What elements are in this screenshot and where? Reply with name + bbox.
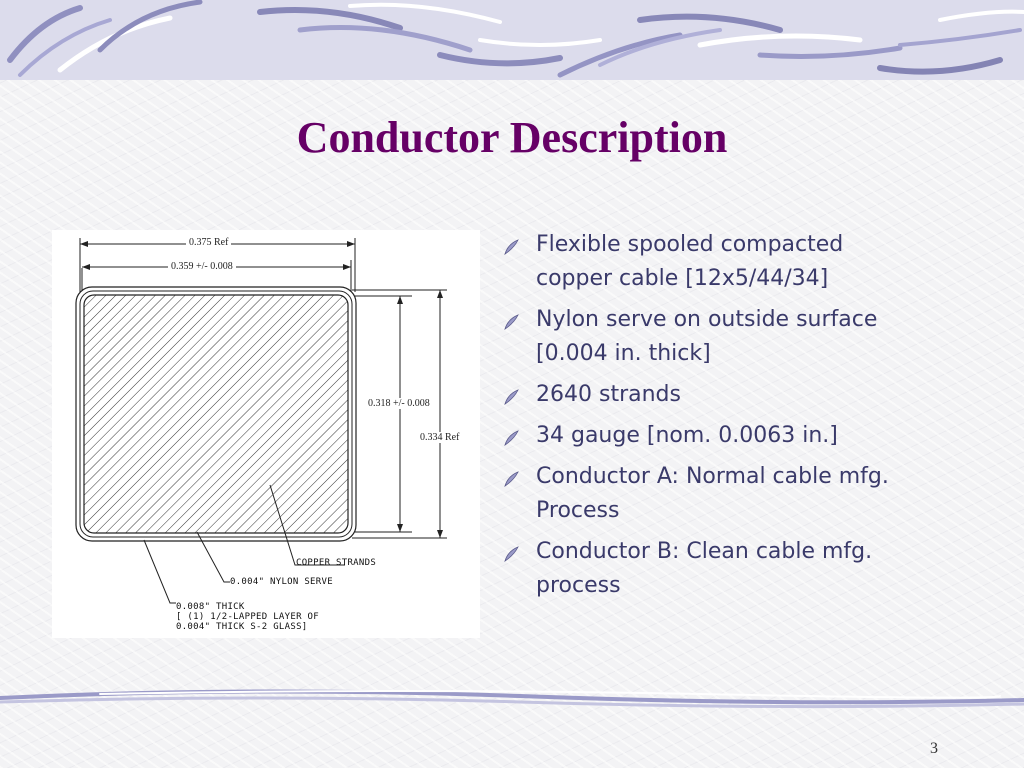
callout-nylon-serve: 0.004" NYLON SERVE (230, 577, 333, 587)
callout-copper-strands: COPPER STRANDS (296, 558, 377, 568)
dim-height: 0.318 +/- 0.008 (365, 398, 433, 409)
bullet-text-line1: Nylon serve on outside surface (536, 307, 878, 332)
bullet-item: Conductor A: Normal cable mfg. Process (498, 460, 968, 528)
conductor-cross-section-drawing: 0.375 Ref 0.359 +/- 0.008 0.318 +/- 0.00… (52, 230, 480, 638)
bullet-list: Flexible spooled compacted copper cable … (498, 228, 968, 610)
page-number: 3 (930, 740, 938, 757)
callout-glass-line2: [ (1) 1/2-LAPPED LAYER OF (176, 612, 319, 622)
cross-section-svg (75, 238, 447, 604)
callout-glass-line3: 0.004" THICK S-2 GLASS] (176, 622, 308, 632)
bullet-text-line1: Flexible spooled compacted (536, 232, 844, 257)
bullet-text-line1: Conductor B: Clean cable mfg. (536, 539, 873, 564)
bullet-item: Conductor B: Clean cable mfg. process (498, 535, 968, 603)
feather-bullet-icon (504, 546, 519, 562)
feather-bullet-icon (504, 239, 519, 255)
dim-width: 0.359 +/- 0.008 (168, 261, 236, 272)
feather-bullet-icon (504, 471, 519, 487)
feather-bullet-icon (504, 389, 519, 405)
bullet-text-line2: Process (536, 498, 620, 523)
bullet-item: Flexible spooled compacted copper cable … (498, 228, 968, 296)
bullet-text-line1: 34 gauge [nom. 0.0063 in.] (536, 423, 838, 448)
footer-swoosh-decoration (0, 689, 1024, 709)
bullet-text-line2: copper cable [12x5/44/34] (536, 266, 829, 291)
dim-height-ref: 0.334 Ref (417, 432, 463, 443)
bullet-item: 2640 strands (498, 378, 968, 412)
header-swoosh-decoration (0, 0, 1024, 80)
callout-glass-line1: 0.008" THICK (176, 602, 245, 612)
slide-title: Conductor Description (296, 113, 728, 162)
bullet-text-line1: 2640 strands (536, 382, 681, 407)
feather-bullet-icon (504, 314, 519, 330)
dim-width-ref: 0.375 Ref (186, 237, 232, 248)
bullet-item: 34 gauge [nom. 0.0063 in.] (498, 419, 968, 453)
bullet-text-line2: [0.004 in. thick] (536, 341, 711, 366)
feather-bullet-icon (504, 430, 519, 446)
bullet-text-line2: process (536, 573, 621, 598)
bullet-text-line1: Conductor A: Normal cable mfg. (536, 464, 889, 489)
bullet-item: Nylon serve on outside surface [0.004 in… (498, 303, 968, 371)
